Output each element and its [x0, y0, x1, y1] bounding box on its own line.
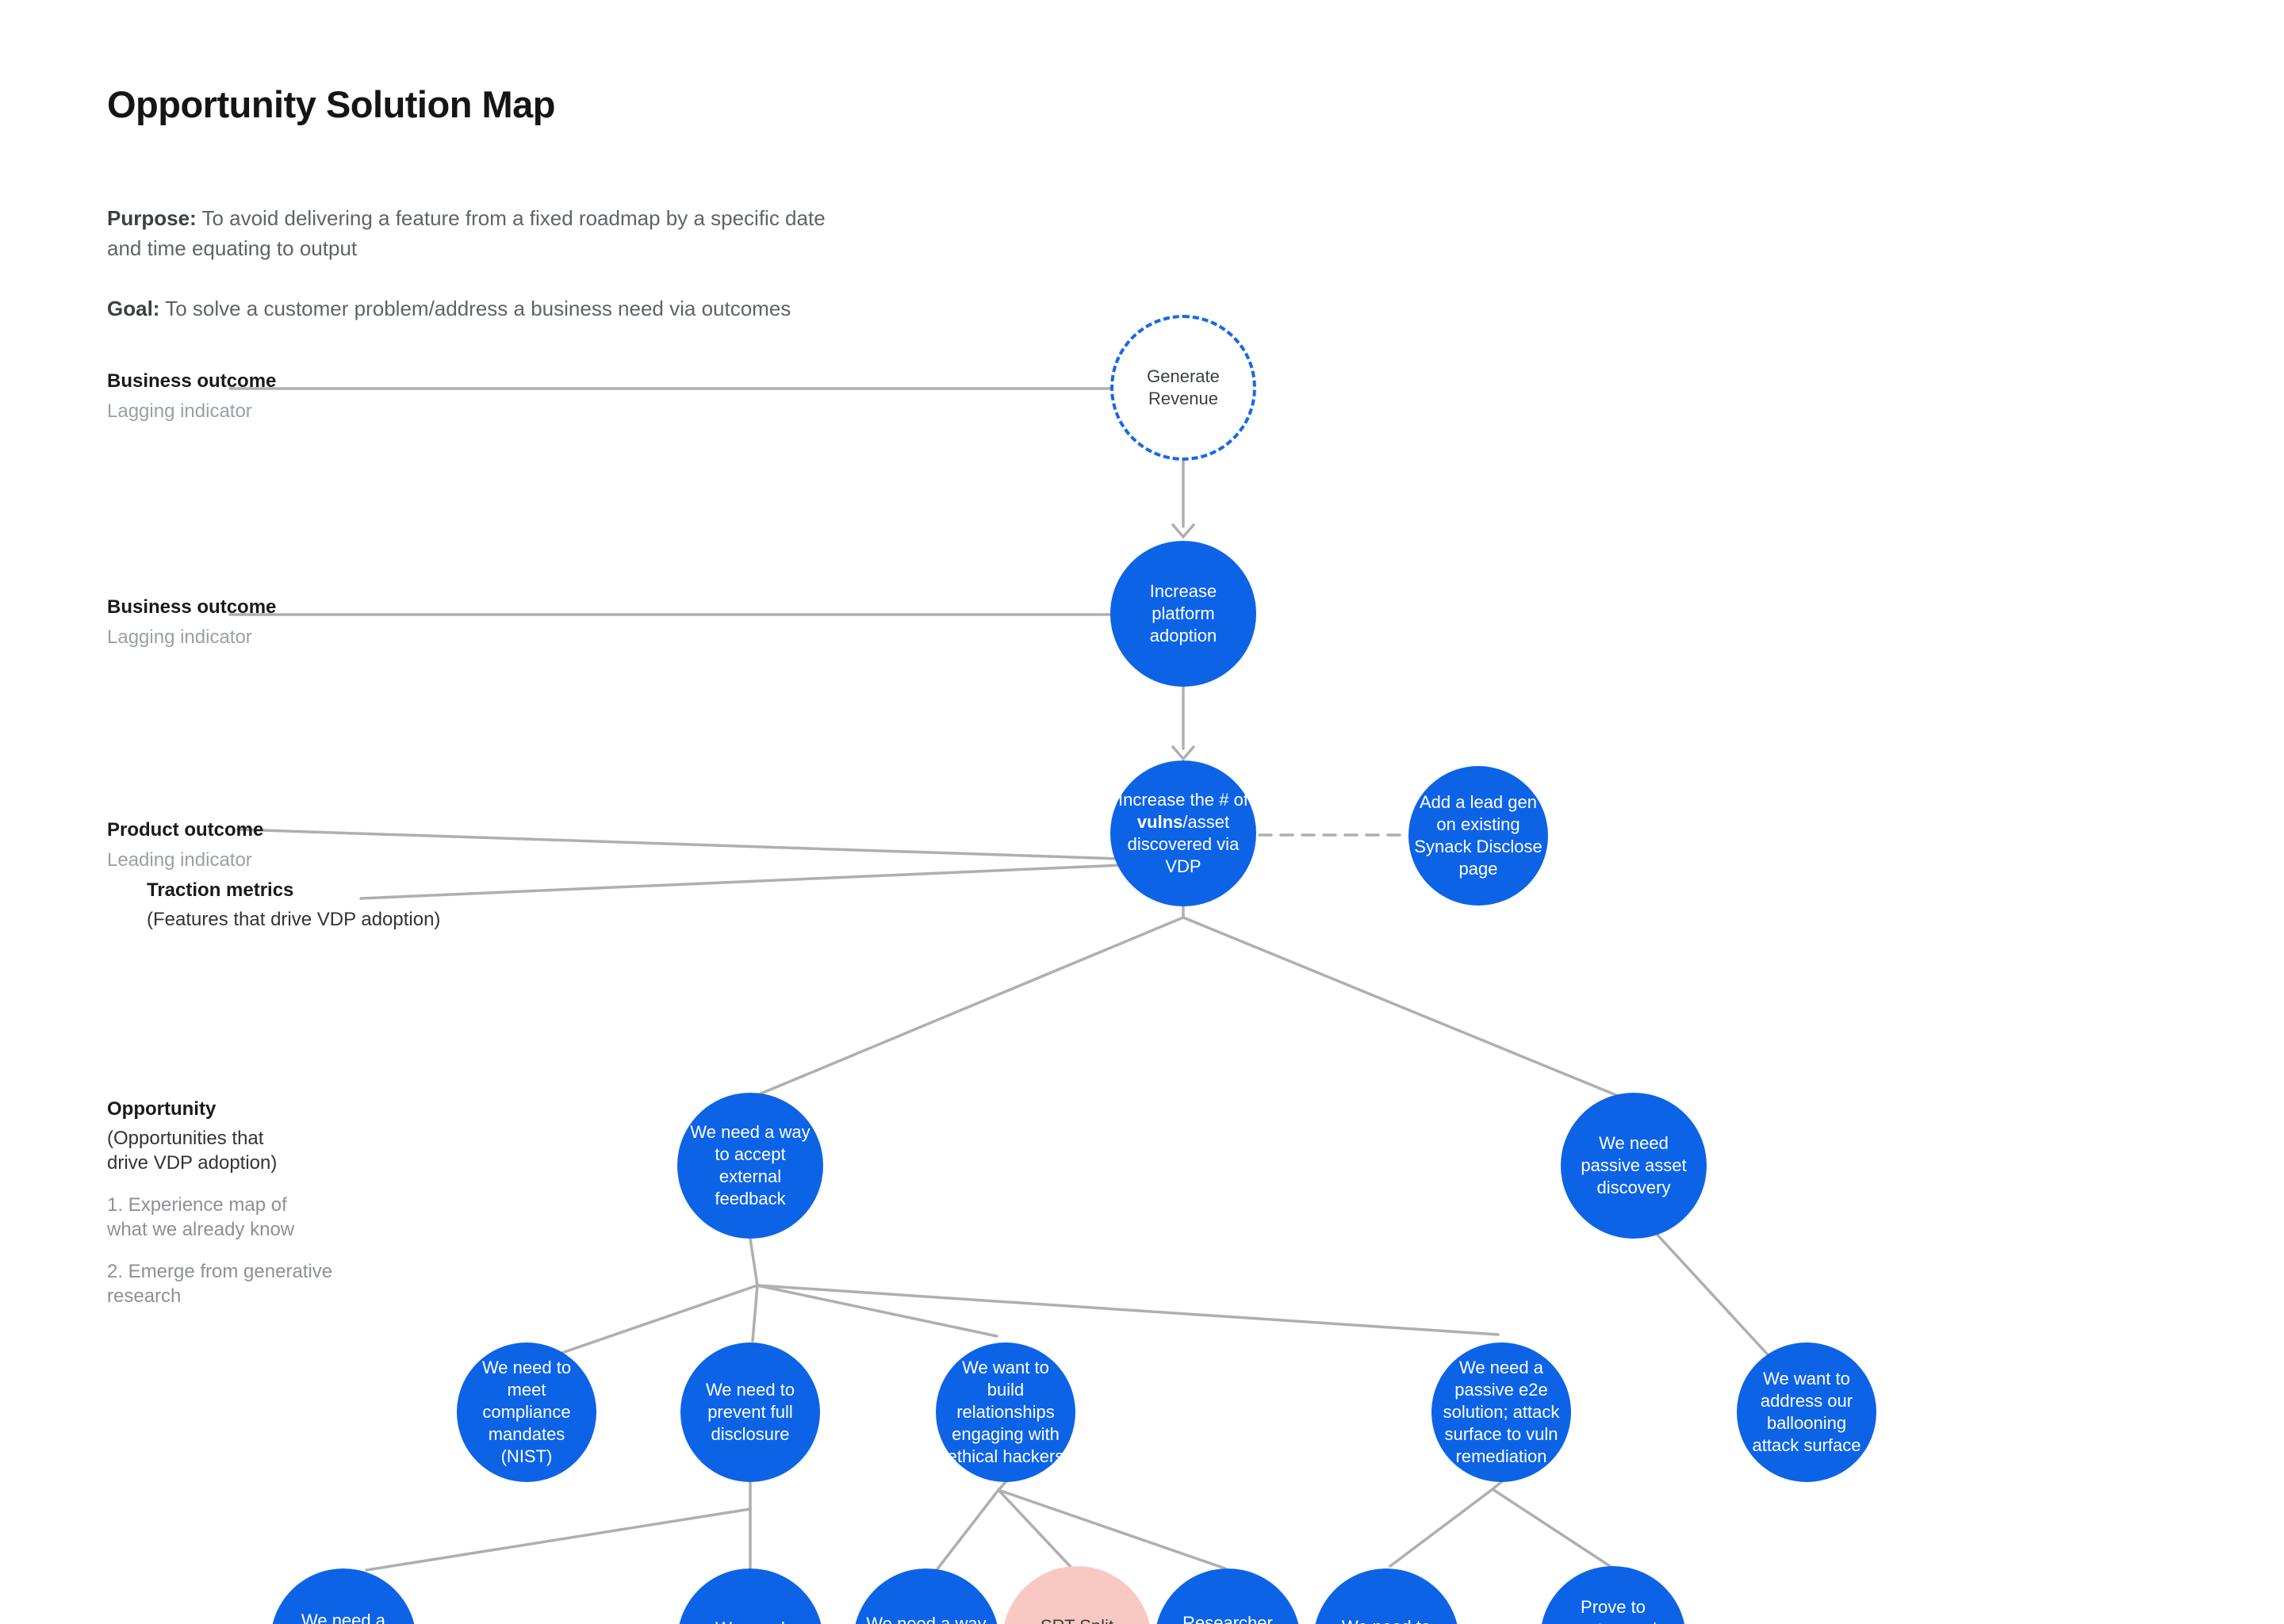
edge-feedback-to-build — [756, 1284, 998, 1338]
label-product-outcome: Product outcome Leading indicator — [107, 818, 263, 872]
node-row3-srt-split[interactable]: SRT Split — [1002, 1566, 1152, 1624]
node-lead-gen-label: Add a lead gen on existing Synack Disclo… — [1414, 792, 1542, 879]
traction-metrics-title: Traction metrics — [147, 879, 294, 901]
goal-label: Goal: — [107, 297, 160, 320]
business-outcome-1-subtitle: Lagging indicator — [107, 400, 252, 422]
node-compliance-mandates[interactable]: We need to meet compliance mandates (NIS… — [457, 1342, 596, 1482]
purpose-label: Purpose: — [107, 206, 197, 230]
node-build-relationships[interactable]: We want to build relationships engaging … — [936, 1342, 1075, 1482]
opportunity-item-2: 2. Emerge from generative research — [107, 1261, 333, 1307]
edge-vulns-to-passive-asset — [1182, 916, 1627, 1101]
business-outcome-2-subtitle: Lagging indicator — [107, 626, 252, 648]
edge-passive-asset-to-ballooning — [1653, 1230, 1776, 1363]
node-passive-asset-discovery-label: We need passive asset discovery — [1581, 1133, 1687, 1197]
edge-e2e-stub — [1491, 1480, 1503, 1491]
node-generate-revenue-label: Generate Revenue — [1147, 366, 1220, 408]
product-outcome-title: Product outcome — [107, 819, 264, 841]
label-traction-metrics: Traction metrics (Features that drive VD… — [147, 879, 440, 932]
node-accept-external-feedback-label: We need a way to accept external feedbac… — [690, 1122, 811, 1208]
label-business-outcome-2: Business outcome Lagging indicator — [107, 596, 276, 649]
edge-feedback-to-prevent — [751, 1284, 759, 1342]
edge-feedback-stub — [749, 1237, 759, 1287]
node-row3-we-need-a[interactable]: We need a — [270, 1568, 416, 1624]
label-opportunity: Opportunity (Opportunities that drive VD… — [107, 1097, 332, 1308]
node-ballooning-attack-surface[interactable]: We want to address our ballooning attack… — [1737, 1342, 1876, 1482]
node-row3-we-need[interactable]: We need — [677, 1568, 823, 1624]
edge-prevent-to-child1 — [365, 1507, 752, 1572]
node-compliance-mandates-label: We need to meet compliance mandates (NIS… — [481, 1358, 572, 1466]
business-outcome-2-title: Business outcome — [107, 596, 277, 618]
label-business-outcome-1: Business outcome Lagging indicator — [107, 370, 276, 423]
node-lead-gen-synack-disclose[interactable]: Add a lead gen on existing Synack Disclo… — [1408, 766, 1548, 906]
edge-feedback-to-compliance — [554, 1284, 759, 1357]
node-increase-vulns-vdp-label: Increase the # of vulns/asset discovered… — [1115, 789, 1251, 878]
edge-build-stub — [997, 1480, 1007, 1492]
node-passive-e2e-solution-label: We need a passive e2e solution; attack s… — [1443, 1358, 1560, 1466]
page-title: Opportunity Solution Map — [107, 83, 555, 125]
edge-product-outcome — [236, 828, 1121, 860]
product-outcome-subtitle: Leading indicator — [107, 849, 252, 871]
node-row3-we-need-a-label: We need a — [301, 1611, 385, 1624]
node-increase-platform-adoption-label: Increase platform adoption — [1149, 581, 1217, 645]
vulns-label-part-3: /asset discovered via VDP — [1127, 812, 1240, 876]
node-row3-we-need-to[interactable]: We need to — [1313, 1568, 1459, 1624]
node-row3-prove-to-customers[interactable]: Prove to customers/ — [1540, 1566, 1686, 1624]
node-increase-vulns-vdp[interactable]: Increase the # of vulns/asset discovered… — [1110, 760, 1256, 906]
arrowhead-vulns — [1171, 745, 1195, 761]
node-row3-srt-split-label: SRT Split — [1040, 1566, 1113, 1624]
edge-e2e-to-child1 — [1389, 1488, 1494, 1568]
node-ballooning-attack-surface-label: We want to address our ballooning attack… — [1752, 1369, 1861, 1455]
edge-build-to-child1 — [932, 1488, 1000, 1576]
purpose-text: To avoid delivering a feature from a fix… — [107, 206, 826, 260]
vulns-label-part-1: Increase the # of — [1118, 790, 1248, 810]
node-row3-we-need-label: We need — [715, 1568, 785, 1624]
node-passive-asset-discovery[interactable]: We need passive asset discovery — [1561, 1093, 1707, 1239]
node-row3-we-need-to-label: We need to — [1342, 1568, 1431, 1624]
opportunity-subtitle: (Opportunities that drive VDP adoption) — [107, 1128, 278, 1174]
node-prevent-full-disclosure-label: We need to prevent full disclosure — [705, 1380, 795, 1444]
edge-vulns-to-feedback — [752, 916, 1185, 1098]
edge-e2e-to-prove — [1491, 1488, 1611, 1568]
business-outcome-1-title: Business outcome — [107, 370, 277, 392]
node-row3-we-need-a-way[interactable]: We need a way — [853, 1568, 999, 1624]
node-prevent-full-disclosure[interactable]: We need to prevent full disclosure — [680, 1342, 820, 1482]
purpose-goal-text: Purpose: To avoid delivering a feature f… — [107, 173, 1098, 354]
node-build-relationships-label: We want to build relationships engaging … — [947, 1358, 1064, 1466]
node-generate-revenue[interactable]: Generate Revenue — [1110, 315, 1256, 461]
edge-feedback-to-e2e — [756, 1284, 1500, 1336]
opportunity-title: Opportunity — [107, 1098, 217, 1120]
vulns-label-part-2: vulns — [1136, 812, 1183, 832]
goal-text: To solve a customer problem/address a bu… — [159, 297, 791, 320]
node-row3-prove-to-customers-label: Prove to customers/ — [1570, 1597, 1656, 1624]
node-row3-researcher[interactable]: Researcher — [1155, 1568, 1301, 1624]
traction-metrics-subtitle: (Features that drive VDP adoption) — [147, 909, 441, 930]
edge-build-to-researcher — [997, 1488, 1227, 1570]
node-row3-researcher-label: Researcher — [1182, 1613, 1273, 1624]
node-accept-external-feedback[interactable]: We need a way to accept external feedbac… — [677, 1093, 823, 1239]
node-increase-platform-adoption[interactable]: Increase platform adoption — [1110, 541, 1256, 687]
edge-build-to-srt — [997, 1488, 1074, 1570]
node-passive-e2e-solution[interactable]: We need a passive e2e solution; attack s… — [1431, 1342, 1571, 1482]
edge-traction-metrics — [359, 864, 1123, 900]
node-row3-we-need-a-way-label: We need a way — [866, 1614, 987, 1624]
opportunity-item-1: 1. Experience map of what we already kno… — [107, 1194, 295, 1240]
arrowhead-platform — [1171, 523, 1195, 539]
